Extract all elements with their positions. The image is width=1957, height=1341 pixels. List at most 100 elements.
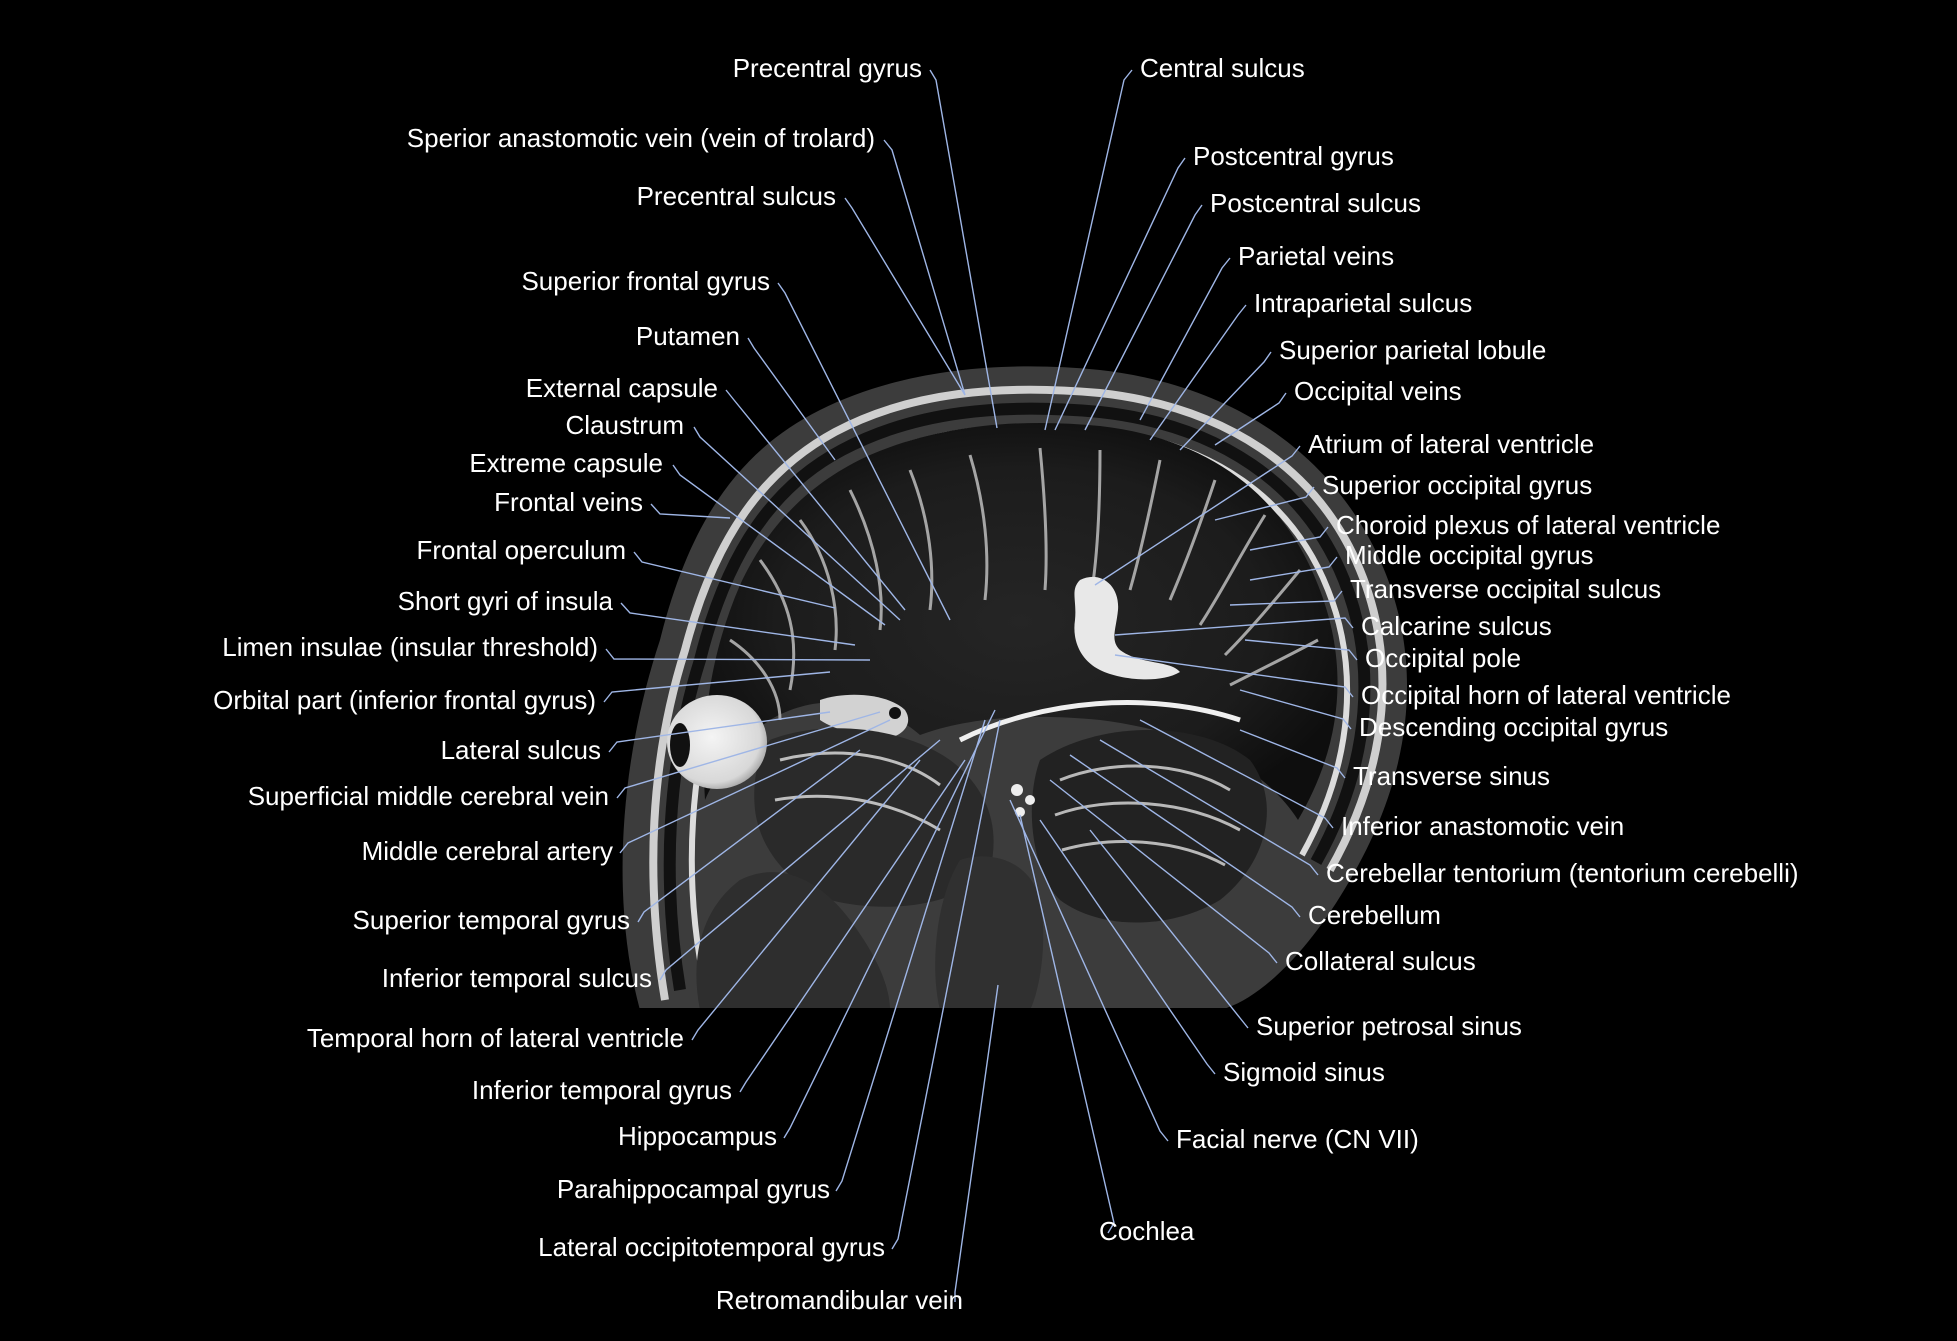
leader-atrium-of-lateral-ventricle: [1094, 445, 1301, 586]
leader-occipital-horn-of-lateral-ventricle: [1114, 654, 1354, 698]
label-precentral-sulcus: Precentral sulcus: [637, 181, 836, 211]
label-inferior-temporal-sulcus: Inferior temporal sulcus: [382, 963, 652, 993]
label-retromandibular-vein: Retromandibular vein: [716, 1285, 963, 1315]
label-occipital-veins: Occipital veins: [1294, 376, 1462, 406]
leader-cochlea: [1019, 814, 1115, 1234]
leader-precentral-sulcus: [844, 197, 966, 396]
leader-middle-occipital-gyrus: [1249, 556, 1338, 581]
label-intraparietal-sulcus: Intraparietal sulcus: [1254, 288, 1472, 318]
label-cerebellar-tentorium: Cerebellar tentorium (tentorium cerebell…: [1326, 858, 1799, 888]
label-superior-temporal-gyrus: Superior temporal gyrus: [353, 905, 630, 935]
leader-parietal-veins: [1139, 257, 1231, 421]
leader-choroid-plexus-of-lateral-ventricle: [1249, 526, 1329, 551]
leader-superior-parietal-lobule: [1179, 351, 1272, 451]
label-facial-nerve: Facial nerve (CN VII): [1176, 1124, 1419, 1154]
leader-inferior-temporal-gyrus: [739, 759, 966, 1093]
brainstem: [935, 856, 1044, 1008]
label-central-sulcus: Central sulcus: [1140, 53, 1305, 83]
tentorium: [958, 700, 1241, 743]
leader-sigmoid-sinus: [1039, 819, 1216, 1075]
label-cerebellum: Cerebellum: [1308, 900, 1441, 930]
label-collateral-sulcus: Collateral sulcus: [1285, 946, 1476, 976]
label-transverse-sinus: Transverse sinus: [1353, 761, 1550, 791]
label-superior-frontal-gyrus: Superior frontal gyrus: [521, 266, 770, 296]
leader-occipital-pole: [1244, 639, 1358, 661]
leader-short-gyri-of-insula: [620, 602, 856, 646]
temporal-lobe: [754, 728, 994, 907]
leader-cerebellum: [1069, 754, 1301, 918]
leader-retromandibular-vein: [954, 984, 999, 1302]
label-hippocampus: Hippocampus: [618, 1121, 777, 1151]
leader-intraparietal-sulcus: [1149, 304, 1247, 441]
label-lateral-sulcus: Lateral sulcus: [441, 735, 601, 765]
label-claustrum: Claustrum: [566, 410, 684, 440]
leader-collateral-sulcus: [1049, 779, 1278, 964]
leader-claustrum: [693, 426, 901, 621]
leader-sperior-anastomotic-vein: [883, 139, 966, 396]
leader-superior-temporal-gyrus: [637, 749, 861, 923]
eye-globe: [667, 695, 767, 789]
label-postcentral-sulcus: Postcentral sulcus: [1210, 188, 1421, 218]
leader-transverse-sinus: [1239, 729, 1346, 779]
leader-inferior-temporal-sulcus: [659, 739, 941, 981]
leader-central-sulcus: [1044, 69, 1133, 431]
leader-lines: [603, 69, 1358, 1302]
leader-cerebellar-tentorium: [1099, 739, 1319, 876]
leader-temporal-horn-of-lateral-ventricle: [691, 759, 921, 1041]
label-atrium-of-lateral-ventricle: Atrium of lateral ventricle: [1308, 429, 1594, 459]
label-sperior-anastomotic-vein: Sperior anastomotic vein (vein of trolar…: [407, 123, 875, 153]
label-occipital-pole: Occipital pole: [1365, 643, 1521, 673]
label-frontal-veins: Frontal veins: [494, 487, 643, 517]
leader-inferior-anastomotic-vein: [1139, 719, 1334, 829]
label-precentral-gyrus: Precentral gyrus: [733, 53, 922, 83]
label-parahippocampal-gyrus: Parahippocampal gyrus: [557, 1174, 830, 1204]
leader-parahippocampal-gyrus: [835, 719, 986, 1192]
label-occipital-horn-of-lateral-ventricle: Occipital horn of lateral ventricle: [1361, 680, 1731, 710]
label-external-capsule: External capsule: [526, 373, 718, 403]
leader-putamen: [747, 337, 836, 461]
leader-transverse-occipital-sulcus: [1229, 590, 1343, 606]
leader-external-capsule: [725, 389, 906, 611]
leader-hippocampus: [783, 709, 996, 1139]
leader-extreme-capsule: [672, 464, 886, 626]
label-short-gyri-of-insula: Short gyri of insula: [398, 586, 614, 616]
label-parietal-veins: Parietal veins: [1238, 241, 1394, 271]
mri-scan-image: [622, 366, 1408, 1008]
leader-postcentral-gyrus: [1054, 157, 1186, 431]
leader-lateral-occipitotemporal-gyrus: [891, 719, 1001, 1250]
leader-superior-petrosal-sinus: [1089, 829, 1249, 1029]
leader-facial-nerve: [1009, 799, 1169, 1142]
leader-superficial-middle-cerebral-vein: [616, 711, 881, 799]
brain: [703, 422, 1338, 820]
leader-precentral-gyrus: [929, 69, 998, 429]
label-middle-occipital-gyrus: Middle occipital gyrus: [1345, 540, 1594, 570]
label-putamen: Putamen: [636, 321, 740, 351]
label-choroid-plexus-of-lateral-ventricle: Choroid plexus of lateral ventricle: [1336, 510, 1720, 540]
label-extreme-capsule: Extreme capsule: [469, 448, 663, 478]
label-sigmoid-sinus: Sigmoid sinus: [1223, 1057, 1385, 1087]
leader-lateral-sulcus: [608, 711, 831, 753]
label-inferior-temporal-gyrus: Inferior temporal gyrus: [472, 1075, 732, 1105]
label-superficial-middle-cerebral-vein: Superficial middle cerebral vein: [248, 781, 609, 811]
label-cochlea: Cochlea: [1099, 1216, 1195, 1246]
leader-superior-occipital-gyrus: [1214, 486, 1315, 521]
leader-occipital-veins: [1214, 392, 1287, 446]
leader-superior-frontal-gyrus: [777, 282, 951, 621]
leader-frontal-operculum: [633, 551, 836, 609]
leader-calcarine-sulcus: [1114, 617, 1354, 636]
label-superior-occipital-gyrus: Superior occipital gyrus: [1322, 470, 1592, 500]
lateral-ventricle: [1074, 576, 1180, 680]
leader-postcentral-sulcus: [1084, 204, 1203, 431]
leader-frontal-veins: [650, 503, 731, 519]
label-frontal-operculum: Frontal operculum: [416, 535, 626, 565]
label-descending-occipital-gyrus: Descending occipital gyrus: [1359, 712, 1668, 742]
label-limen-insulae: Limen insulae (insular threshold): [222, 632, 598, 662]
label-superior-petrosal-sinus: Superior petrosal sinus: [1256, 1011, 1522, 1041]
label-orbital-part: Orbital part (inferior frontal gyrus): [213, 685, 596, 715]
label-calcarine-sulcus: Calcarine sulcus: [1361, 611, 1552, 641]
label-temporal-horn-of-lateral-ventricle: Temporal horn of lateral ventricle: [307, 1023, 684, 1053]
label-superior-parietal-lobule: Superior parietal lobule: [1279, 335, 1546, 365]
leader-limen-insulae: [605, 648, 871, 661]
